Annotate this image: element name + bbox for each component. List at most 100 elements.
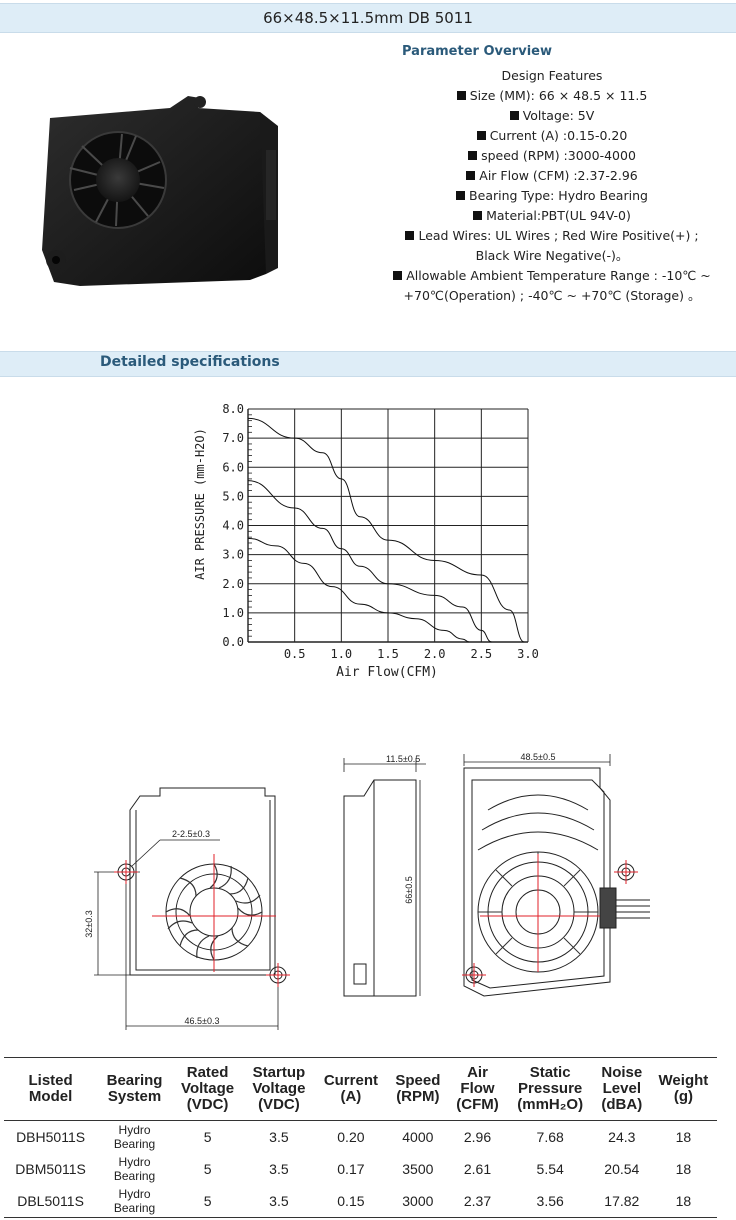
feature-item-cont: Black Wire Negative(-)。 <box>475 248 629 263</box>
x-tick-label: 3.0 <box>517 647 539 661</box>
y-tick-label: 4.0 <box>222 519 244 533</box>
table-header-row: Listed Model Bearing System Rated Voltag… <box>4 1057 717 1121</box>
col-weight: Weight (g) <box>649 1057 717 1121</box>
bullet-square-icon <box>456 191 466 200</box>
technical-drawings: 2-2.5±0.3 32±0.3 46.5±0.3 11.5±0.5 66±0.… <box>84 752 650 1030</box>
cell-static-pressure: 3.56 <box>506 1185 594 1218</box>
feature-item: Current (A) :0.15-0.20 <box>392 126 712 146</box>
cell-current: 0.17 <box>337 1161 365 1177</box>
y-tick-label: 0.0 <box>222 635 244 649</box>
front-view-centerlines <box>114 854 290 987</box>
page-title: 66×48.5×11.5mm DB 5011 <box>263 9 473 27</box>
cell-bearing: Hydro Bearing <box>113 1155 156 1183</box>
cell-bearing: Hydro Bearing <box>97 1185 172 1218</box>
col-speed: Speed (RPM) <box>387 1057 449 1121</box>
cell-air-flow: 2.37 <box>448 1185 507 1218</box>
pq-curve-2 <box>247 537 470 643</box>
feature-item: Voltage: 5V <box>392 106 712 126</box>
back-width-dimension-label: 48.5±0.5 <box>521 752 556 762</box>
specs-band: Detailed specifications <box>0 351 736 377</box>
chart-grid <box>247 408 529 643</box>
col-current: Current (A) <box>314 1057 388 1121</box>
bullet-square-icon <box>468 151 478 160</box>
feature-item: Allowable Ambient Temperature Range : -1… <box>392 266 712 286</box>
feature-item: Bearing Type: Hydro Bearing <box>392 186 712 206</box>
cell-model: DBM5011S <box>15 1161 86 1177</box>
cell-startup-voltage: 3.5 <box>269 1161 289 1177</box>
cell-weight: 18 <box>675 1129 692 1145</box>
cell-speed: 3500 <box>402 1161 434 1177</box>
cell-speed: 4000 <box>402 1129 434 1145</box>
col-rated-voltage: Rated Voltage (VDC) <box>171 1057 244 1121</box>
cell-model: DBH5011S <box>16 1129 86 1145</box>
bullet-square-icon <box>476 131 486 140</box>
bullet-square-icon <box>473 211 483 220</box>
cell-rated-voltage: 5 <box>203 1161 212 1177</box>
x-axis-label: Air Flow(CFM) <box>336 665 438 680</box>
spec-table: Listed Model Bearing System Rated Voltag… <box>4 1057 717 1218</box>
col-air-flow: Air Flow (CFM) <box>448 1057 507 1121</box>
bullet-square-icon <box>405 231 415 240</box>
cell-bearing: Hydro Bearing <box>113 1123 156 1151</box>
x-tick-label: 1.0 <box>330 647 352 661</box>
y-tick-labels: 0.01.02.03.04.05.06.07.08.0 <box>222 402 244 649</box>
parameter-overview-title: Parameter Overview <box>402 44 552 59</box>
cell-speed: 3000 <box>387 1185 449 1218</box>
feature-list: Design Features Size (MM): 66 × 48.5 × 1… <box>392 66 712 306</box>
cell-static-pressure: 7.68 <box>536 1129 564 1145</box>
y-tick-label: 2.0 <box>222 577 244 591</box>
x-tick-labels: 0.5 1.0 1.5 2.0 2.5 3.0 <box>284 647 539 661</box>
pq-curve-1 <box>247 480 492 643</box>
y-tick-label: 8.0 <box>222 402 244 416</box>
x-tick-label: 0.5 <box>284 647 306 661</box>
cell-startup-voltage: 3.5 <box>269 1129 289 1145</box>
side-view-drawing <box>343 758 426 997</box>
cell-current: 0.15 <box>314 1185 388 1218</box>
bullet-square-icon <box>509 111 519 120</box>
cell-air-flow: 2.61 <box>463 1161 492 1177</box>
design-features-heading: Design Features <box>501 68 603 83</box>
y-tick-label: 7.0 <box>222 431 244 445</box>
feature-item: Material:PBT(UL 94V-0) <box>392 206 712 226</box>
fan-photo <box>42 96 278 286</box>
chart-curves <box>247 417 525 643</box>
cell-rated-voltage: 5 <box>171 1185 244 1218</box>
x-tick-label: 2.0 <box>424 647 446 661</box>
cell-noise-level: 24.3 <box>608 1129 636 1145</box>
cell-air-flow: 2.96 <box>463 1129 492 1145</box>
table-row: DBH5011S Hydro Bearing 5 3.5 0.20 4000 2… <box>4 1121 717 1154</box>
holes-dimension-label: 2-2.5±0.3 <box>172 829 210 839</box>
feature-item: speed (RPM) :3000-4000 <box>392 146 712 166</box>
cell-weight: 18 <box>649 1185 717 1218</box>
feature-item-cont: +70℃(Operation) ; -40℃ ~ +70℃ (Storage) … <box>403 288 701 303</box>
specs-title: Detailed specifications <box>100 354 280 370</box>
hole-spacing-dimension-label: 32±0.3 <box>84 910 94 937</box>
bullet-square-icon <box>466 171 476 180</box>
y-tick-label: 1.0 <box>222 606 244 620</box>
cell-rated-voltage: 5 <box>203 1129 212 1145</box>
y-tick-label: 5.0 <box>222 489 244 503</box>
feature-item: Air Flow (CFM) :2.37-2.96 <box>392 166 712 186</box>
title-band: 66×48.5×11.5mm DB 5011 <box>0 3 736 33</box>
x-tick-label: 2.5 <box>470 647 492 661</box>
table-row: DBL5011S Hydro Bearing 5 3.5 0.15 3000 2… <box>4 1185 717 1218</box>
col-listed-model: Listed Model <box>4 1057 98 1121</box>
cell-static-pressure: 5.54 <box>536 1161 564 1177</box>
table-row: DBM5011S Hydro Bearing 5 3.5 0.17 3500 2… <box>4 1153 717 1185</box>
col-startup-voltage: Startup Voltage (VDC) <box>243 1057 315 1121</box>
cell-model: DBL5011S <box>4 1185 98 1218</box>
cell-current: 0.20 <box>337 1129 365 1145</box>
feature-item: Lead Wires: UL Wires ; Red Wire Positive… <box>392 226 712 246</box>
y-tick-label: 3.0 <box>222 548 244 562</box>
y-axis-label: AIR PRESSURE (mm-H2O) <box>193 428 207 580</box>
col-noise-level: Noise Level (dBA) <box>593 1057 650 1121</box>
front-width-dimension-label: 46.5±0.3 <box>185 1016 220 1026</box>
x-tick-label: 1.5 <box>377 647 399 661</box>
cell-noise-level: 17.82 <box>593 1185 650 1218</box>
front-view-drawing <box>94 787 287 1030</box>
col-bearing-system: Bearing System <box>97 1057 172 1121</box>
cell-startup-voltage: 3.5 <box>243 1185 315 1218</box>
height-dimension-label: 66±0.5 <box>404 876 414 903</box>
pq-curve-0 <box>247 417 525 643</box>
